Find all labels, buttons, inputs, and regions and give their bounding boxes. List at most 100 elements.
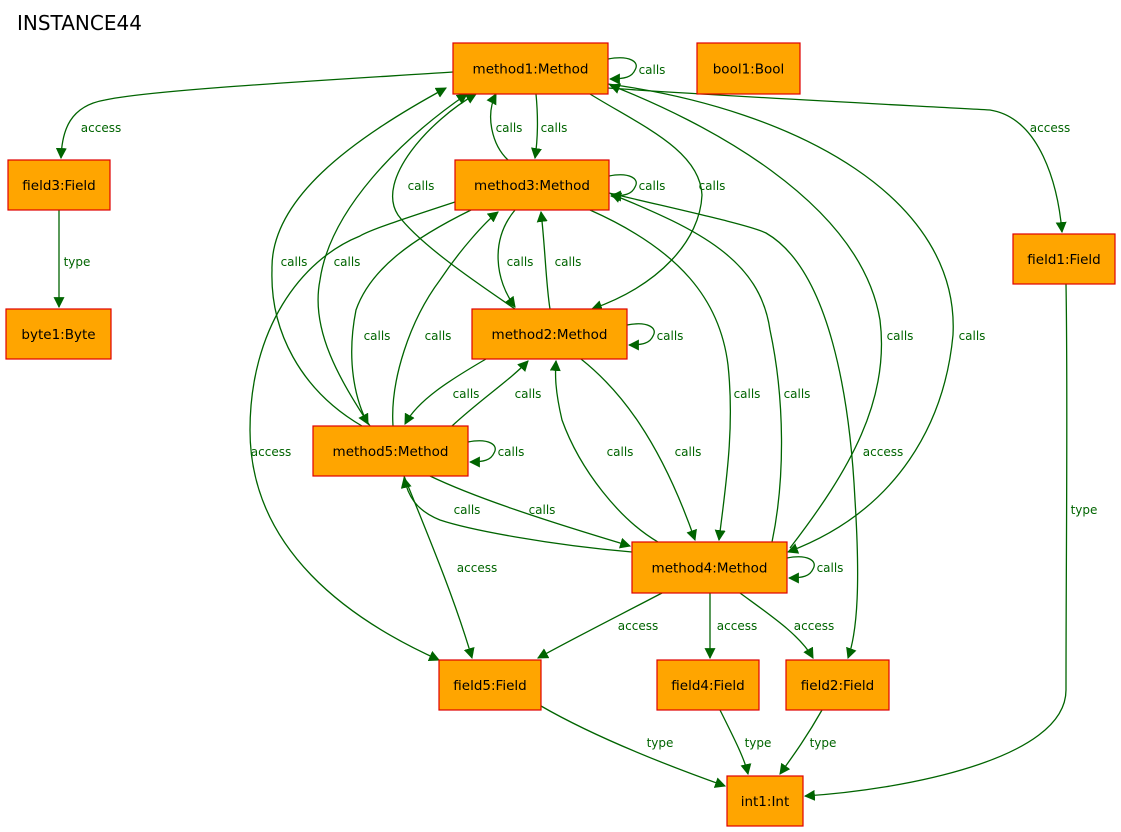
edge-label: calls <box>425 329 452 343</box>
edge-label: access <box>863 445 903 459</box>
node-box[interactable] <box>631 541 788 594</box>
edge-label: calls <box>959 329 986 343</box>
edge-method3-field2: access <box>608 192 903 660</box>
node-field2[interactable]: field2:Field <box>785 659 890 711</box>
edge-label: access <box>251 445 291 459</box>
edge-label: calls <box>639 63 666 77</box>
node-box[interactable] <box>785 659 890 711</box>
edge-method5-method4: calls <box>429 475 632 549</box>
node-byte1[interactable]: byte1:Byte <box>5 308 112 360</box>
node-method3[interactable]: method3:Method <box>454 159 610 211</box>
node-field5[interactable]: field5:Field <box>438 659 542 711</box>
edge-line <box>317 93 468 427</box>
edge-method1-method3: calls <box>531 93 567 160</box>
node-box[interactable] <box>696 42 801 95</box>
node-box[interactable] <box>438 659 542 711</box>
edge-label: calls <box>281 255 308 269</box>
edge-method2-method3: calls <box>536 210 581 310</box>
edge-line <box>607 83 954 554</box>
edge-line <box>607 57 637 85</box>
edge-label: calls <box>334 255 361 269</box>
node-box[interactable] <box>7 159 111 211</box>
edge-line <box>739 592 814 659</box>
edge-field5-int1: type <box>540 705 727 788</box>
edge-label: calls <box>784 387 811 401</box>
node-field4[interactable]: field4:Field <box>656 659 760 711</box>
node-box[interactable] <box>452 42 609 95</box>
edge-line <box>403 475 475 660</box>
edge-method4-method4: calls <box>786 556 844 584</box>
edge-line <box>609 192 783 543</box>
node-box[interactable] <box>312 425 469 477</box>
edge-line <box>607 87 1067 234</box>
node-label: field1:Field <box>1027 252 1100 268</box>
edge-line <box>249 201 456 661</box>
edge-label: access <box>1030 121 1070 135</box>
edge-line <box>392 93 516 310</box>
edge-line <box>451 360 529 427</box>
node-field3[interactable]: field3:Field <box>7 159 111 211</box>
edge-method4-method3: calls <box>609 192 811 543</box>
node-method1[interactable]: method1:Method <box>452 42 609 95</box>
edge-line <box>404 358 487 425</box>
node-box[interactable] <box>656 659 760 711</box>
diagram-title: INSTANCE44 <box>17 11 142 35</box>
edge-method5-method1: calls <box>317 93 468 427</box>
edge-line <box>608 83 883 549</box>
edge-method4-field5: access <box>537 592 663 659</box>
node-label: byte1:Byte <box>21 327 95 343</box>
node-label: bool1:Bool <box>713 62 785 78</box>
edge-line <box>351 209 472 425</box>
edge-line <box>271 87 447 427</box>
edge-method2-method4: calls <box>580 358 701 542</box>
node-bool1[interactable]: bool1:Bool <box>696 42 801 95</box>
edge-method5-method2: calls <box>451 360 541 427</box>
edge-label: calls <box>887 329 914 343</box>
node-box[interactable] <box>5 308 112 360</box>
node-label: method1:Method <box>473 62 589 78</box>
node-box[interactable] <box>726 775 804 827</box>
edge-label: calls <box>529 503 556 517</box>
node-method4[interactable]: method4:Method <box>631 541 788 594</box>
node-box[interactable] <box>471 308 628 360</box>
node-label: int1:Int <box>741 794 790 810</box>
edge-method2-method2: calls <box>626 323 683 351</box>
node-box[interactable] <box>454 159 610 211</box>
node-box[interactable] <box>1012 233 1116 285</box>
edge-line <box>786 556 815 584</box>
edge-field3-byte1: type <box>53 210 91 309</box>
edge-field4-int1: type <box>719 709 772 776</box>
edge-line <box>467 440 496 468</box>
edge-method5-field5: access <box>403 475 497 660</box>
edge-method5-method1: calls <box>271 87 447 427</box>
node-field1[interactable]: field1:Field <box>1012 233 1116 285</box>
edge-line <box>626 323 655 351</box>
edge-line <box>549 359 659 543</box>
edge-line <box>429 475 632 549</box>
edge-line <box>55 71 454 160</box>
edge-method1-field3: access <box>55 71 454 160</box>
edge-method4-field4: access <box>704 593 757 660</box>
node-method5[interactable]: method5:Method <box>312 425 469 477</box>
edge-label: access <box>717 619 757 633</box>
edge-method1-method2: calls <box>589 93 725 311</box>
edge-method3-field5: access <box>249 201 456 661</box>
edge-line <box>608 192 859 660</box>
node-method2[interactable]: method2:Method <box>471 308 628 360</box>
edge-line <box>486 93 509 161</box>
edge-line <box>531 93 542 160</box>
node-label: method2:Method <box>492 327 608 343</box>
edge-label: type <box>64 255 91 269</box>
edge-label: calls <box>453 387 480 401</box>
node-label: field2:Field <box>801 678 874 694</box>
edge-label: calls <box>817 561 844 575</box>
node-label: field4:Field <box>671 678 744 694</box>
edge-label: type <box>745 736 772 750</box>
edge-label: calls <box>364 329 391 343</box>
edge-label: calls <box>408 179 435 193</box>
node-label: method4:Method <box>652 561 768 577</box>
edge-method2-method5: calls <box>404 358 487 425</box>
edge-label: type <box>647 736 674 750</box>
edge-label: calls <box>454 503 481 517</box>
node-int1[interactable]: int1:Int <box>726 775 804 827</box>
